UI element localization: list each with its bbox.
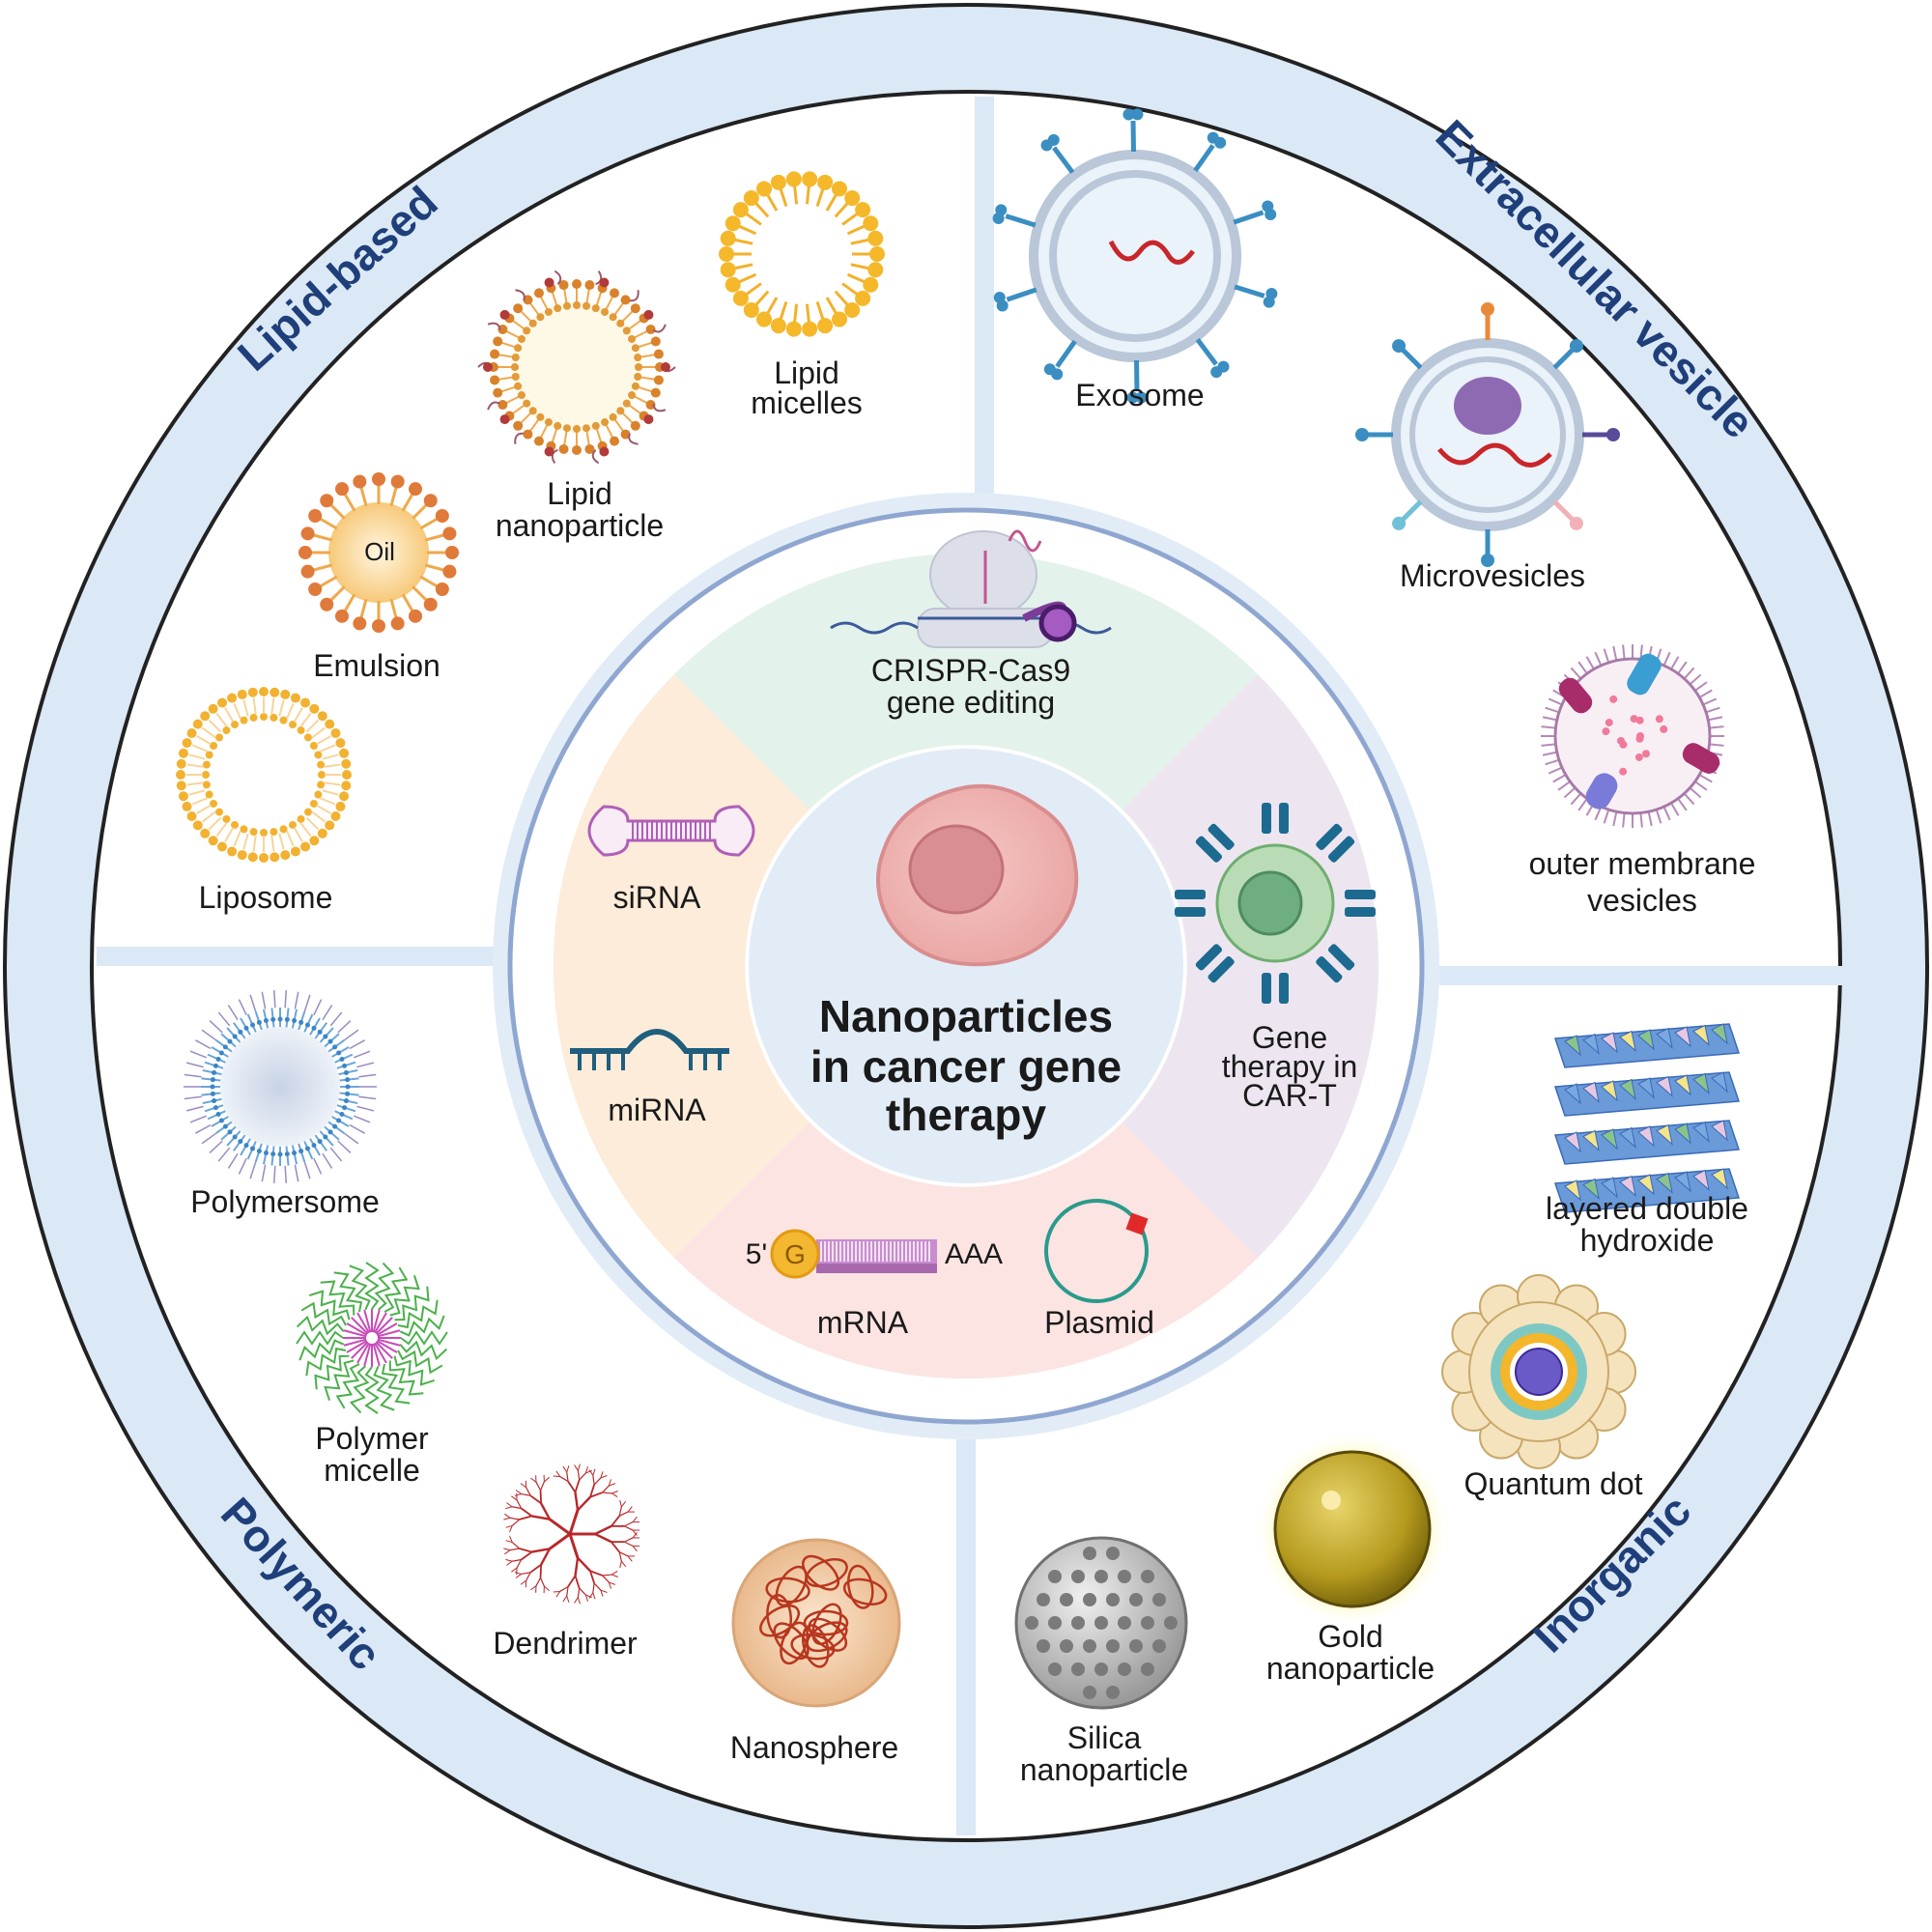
label-ldh-2: hydroxide (1580, 1223, 1715, 1258)
label-silica-2: nanoparticle (1020, 1752, 1188, 1787)
label-lnp-1: Lipid (547, 476, 612, 511)
layered-double-hydroxide-icon (1553, 1023, 1741, 1213)
label-gold-1: Gold (1318, 1619, 1383, 1654)
label-mirna: miRNA (608, 1093, 706, 1127)
label-omv-2: vesicles (1587, 883, 1697, 918)
label-omv-1: outer membrane (1529, 846, 1756, 881)
lipid-micelle-icon (719, 171, 885, 337)
label-polymer-micelle-2: micelle (324, 1453, 420, 1488)
label-lipid-micelles-2: micelles (751, 385, 863, 420)
sirna-icon (587, 805, 755, 857)
quantum-dot-icon (1441, 1274, 1636, 1469)
cart-segment (1122, 674, 1379, 1258)
center-title-line1: Nanoparticles (819, 991, 1113, 1041)
liposome-icon (176, 687, 352, 863)
plasmid-icon (1044, 1199, 1149, 1303)
polymersome-icon (184, 990, 377, 1183)
label-cart-1: Gene (1252, 1020, 1327, 1055)
label-nanosphere: Nanosphere (730, 1730, 898, 1765)
polymer-micelle-icon (296, 1262, 448, 1414)
gold-nanoparticle-icon (1258, 1435, 1447, 1624)
label-dendrimer: Dendrimer (493, 1626, 638, 1661)
crispr-segment (674, 553, 1258, 810)
silica-nanoparticle-icon (1014, 1536, 1188, 1710)
label-sirna: siRNA (613, 880, 701, 915)
label-plasmid: Plasmid (1044, 1305, 1154, 1340)
label-emulsion: Emulsion (313, 648, 440, 683)
dendrimer-icon (503, 1463, 640, 1605)
lipid-nanoparticle-icon (477, 270, 676, 465)
quadrant-dividers (97, 97, 1845, 1835)
oil-label: Oil (364, 537, 395, 566)
mrna-segment (674, 1122, 1258, 1379)
outer-membrane-vesicle-icon (1541, 644, 1724, 828)
label-quantum-dot: Quantum dot (1464, 1466, 1643, 1501)
mrna-polya: AAA (945, 1238, 1003, 1270)
label-crispr-2: gene editing (887, 685, 1055, 720)
label-cart-3: CAR-T (1242, 1078, 1337, 1113)
car-t-cell-icon (1175, 803, 1376, 1004)
tumor-cell-icon (876, 783, 1079, 967)
center-title-line3: therapy (886, 1090, 1047, 1140)
label-lipid-micelles-1: Lipid (774, 355, 839, 390)
label-lnp-2: nanoparticle (496, 508, 664, 543)
mirna-icon (570, 1029, 729, 1070)
label-ldh-1: layered double (1546, 1191, 1748, 1226)
label-cart-2: therapy in (1222, 1049, 1358, 1084)
nanosphere-icon (731, 1538, 901, 1708)
crispr-cas9-icon (830, 529, 1112, 648)
mrna-5prime: 5' (746, 1238, 767, 1270)
label-polymer-micelle-1: Polymer (315, 1421, 429, 1456)
label-liposome: Liposome (199, 880, 333, 915)
label-gold-2: nanoparticle (1266, 1651, 1435, 1686)
exosome-icon (992, 108, 1278, 404)
label-microvesicles: Microvesicles (1400, 558, 1585, 593)
emulsion-icon (298, 472, 459, 633)
microvesicle-icon (1355, 302, 1620, 567)
label-mrna: mRNA (817, 1305, 909, 1340)
label-silica-1: Silica (1067, 1720, 1142, 1755)
center-title-line2: in cancer gene (810, 1041, 1122, 1092)
label-polymersome: Polymersome (190, 1184, 380, 1219)
label-crispr-1: CRISPR-Cas9 (871, 653, 1070, 688)
mrna-icon (770, 1229, 937, 1279)
label-exosome: Exosome (1075, 378, 1204, 412)
mrna-cap-g: G (784, 1239, 806, 1269)
